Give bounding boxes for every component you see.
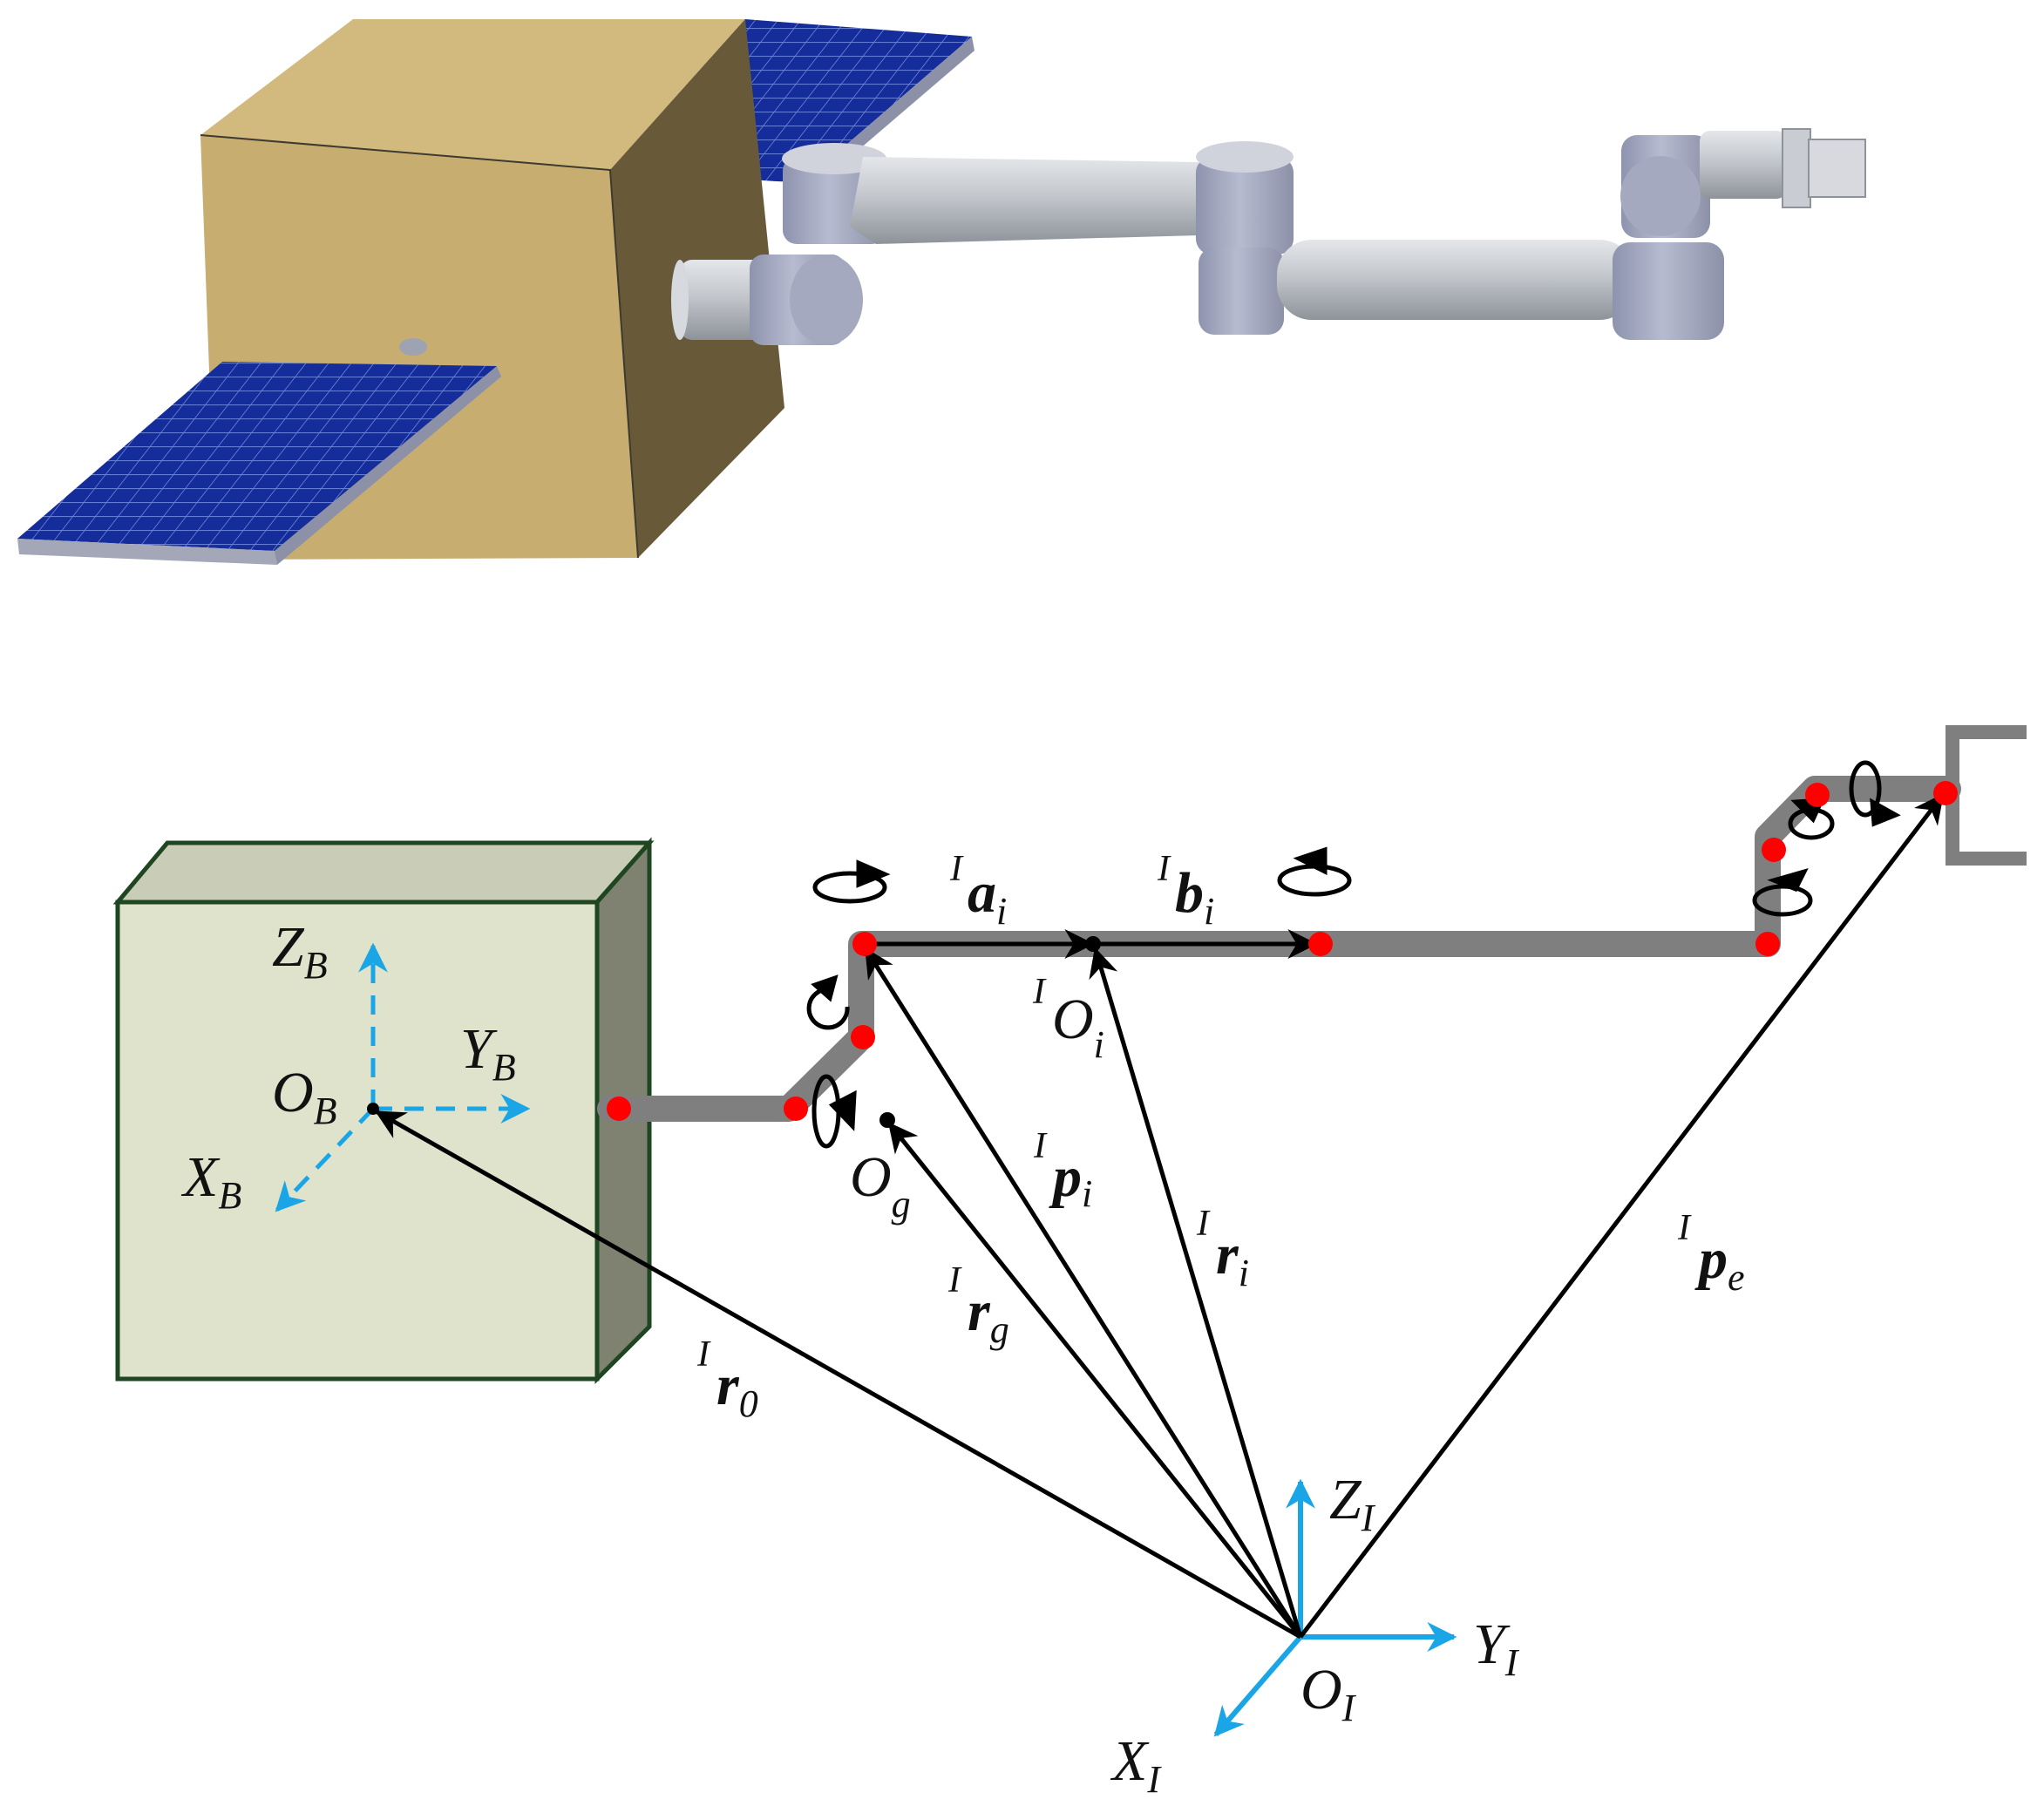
solar-panel-front xyxy=(17,338,501,565)
joint-point xyxy=(851,1025,875,1049)
rotation-arrow-icon xyxy=(1849,760,1901,827)
label-YI: YI xyxy=(1473,1612,1520,1684)
model-rendering xyxy=(17,19,1866,565)
joint-point xyxy=(1762,838,1786,862)
vector-rg xyxy=(887,1122,1302,1639)
robot-arm xyxy=(671,128,1866,345)
rotation-arrow-icon xyxy=(806,974,850,1030)
joint-point xyxy=(1755,932,1780,956)
joint-point xyxy=(607,1096,631,1121)
inertial-frame-axes xyxy=(1213,1478,1457,1737)
base-frame-axes xyxy=(275,942,531,1212)
label-OB: OB xyxy=(272,1061,337,1132)
joint-point xyxy=(1933,781,1958,805)
joint-point xyxy=(1805,783,1830,807)
vector-pi xyxy=(864,947,1303,1639)
centroid-points xyxy=(367,936,1101,1128)
joint-point xyxy=(784,1096,808,1121)
label-XB: XB xyxy=(180,1145,241,1217)
manipulator-links xyxy=(597,776,1961,1122)
label-Og: Og xyxy=(850,1145,911,1226)
label-OI: OI xyxy=(1300,1658,1357,1729)
vector-ri xyxy=(1089,947,1303,1638)
joint-point xyxy=(1308,932,1333,956)
end-effector-gripper xyxy=(1946,725,2027,866)
label-ZB: ZB xyxy=(272,915,328,987)
label-bi: Ibi xyxy=(1157,849,1214,933)
joint-point xyxy=(852,932,877,956)
position-vectors xyxy=(375,793,1945,1640)
vector-pe xyxy=(1299,793,1945,1639)
label-ai: Iai xyxy=(949,849,1007,933)
rotation-arrow-icon xyxy=(1277,846,1352,897)
joint-rotation-arrows xyxy=(806,760,1901,1149)
base-body-box xyxy=(112,837,655,1385)
rotation-arrow-icon xyxy=(811,1074,857,1149)
label-YB: YB xyxy=(460,1017,516,1089)
joint-points xyxy=(607,781,1958,1121)
vector-r0 xyxy=(375,1110,1302,1640)
centroid-point-og xyxy=(879,1112,895,1128)
label-XI: XI xyxy=(1110,1729,1162,1801)
rotation-arrow-icon xyxy=(1752,868,1813,917)
label-ZI: ZI xyxy=(1329,1468,1376,1539)
centroid-point-oi xyxy=(1085,936,1101,952)
origin-point-ob xyxy=(367,1103,379,1115)
rotation-arrow-icon xyxy=(812,859,891,904)
